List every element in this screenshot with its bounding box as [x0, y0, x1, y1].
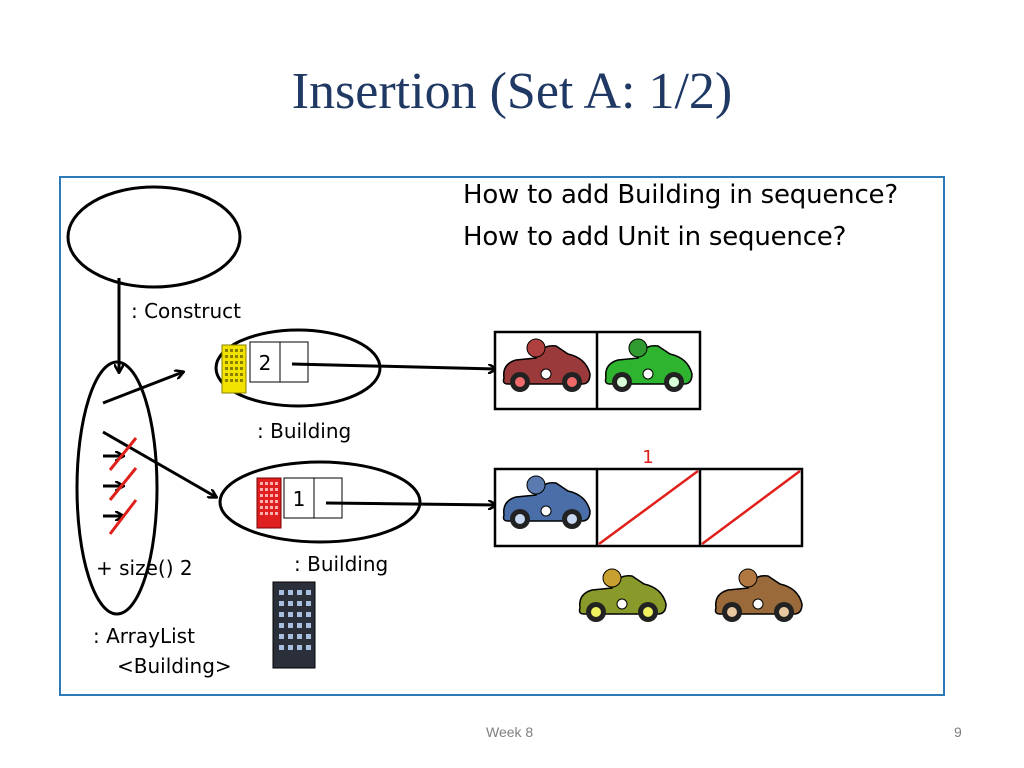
strike-2 [108, 467, 138, 501]
null-slot-1 [598, 469, 699, 546]
strike-3 [108, 499, 138, 535]
arraylist-arrow-2 [102, 430, 216, 497]
car-olive-icon [578, 568, 667, 622]
building-red-icon [256, 477, 282, 529]
building-bottom-arrow [325, 503, 496, 505]
building-top-count-cell [249, 341, 281, 383]
page-number: 9 [954, 724, 962, 740]
arraylist-label: : ArrayList [93, 624, 195, 648]
size-label: + size() 2 [96, 556, 193, 580]
diagram-frame [59, 176, 945, 696]
building-dark-icon [272, 581, 316, 669]
building-bottom-ref-cell [313, 477, 343, 519]
question-building: How to add Building in sequence? [463, 180, 898, 210]
building-bottom-count: 1 [293, 487, 306, 511]
question-unit: How to add Unit in sequence? [463, 222, 847, 252]
construct-label: : Construct [131, 299, 241, 323]
unit-index-marker: 1 [642, 447, 653, 468]
car-green-icon [604, 338, 693, 392]
arraylist-ellipse [75, 360, 159, 616]
arraylist-arrow-1 [102, 372, 183, 405]
building-bottom-label: : Building [294, 552, 389, 576]
building-yellow-icon [221, 344, 247, 394]
building-bottom-ellipse [218, 460, 422, 544]
building-top-label: : Building [257, 419, 352, 443]
building-top-ref-cell [279, 341, 309, 383]
building-top-count: 2 [259, 351, 272, 375]
slide-title: Insertion (Set A: 1/2) [291, 63, 733, 120]
car-red-icon [502, 338, 591, 392]
building-top-arrow [291, 362, 496, 369]
car-blue-icon [502, 475, 591, 529]
car-brown-icon [714, 568, 803, 622]
strike-1 [108, 437, 138, 471]
construct-ellipse [66, 185, 242, 289]
building-top-ellipse [214, 328, 382, 408]
arraylist-type-label: <Building> [117, 654, 232, 678]
null-slot-2 [701, 469, 801, 546]
footer-week: Week 8 [486, 724, 534, 740]
